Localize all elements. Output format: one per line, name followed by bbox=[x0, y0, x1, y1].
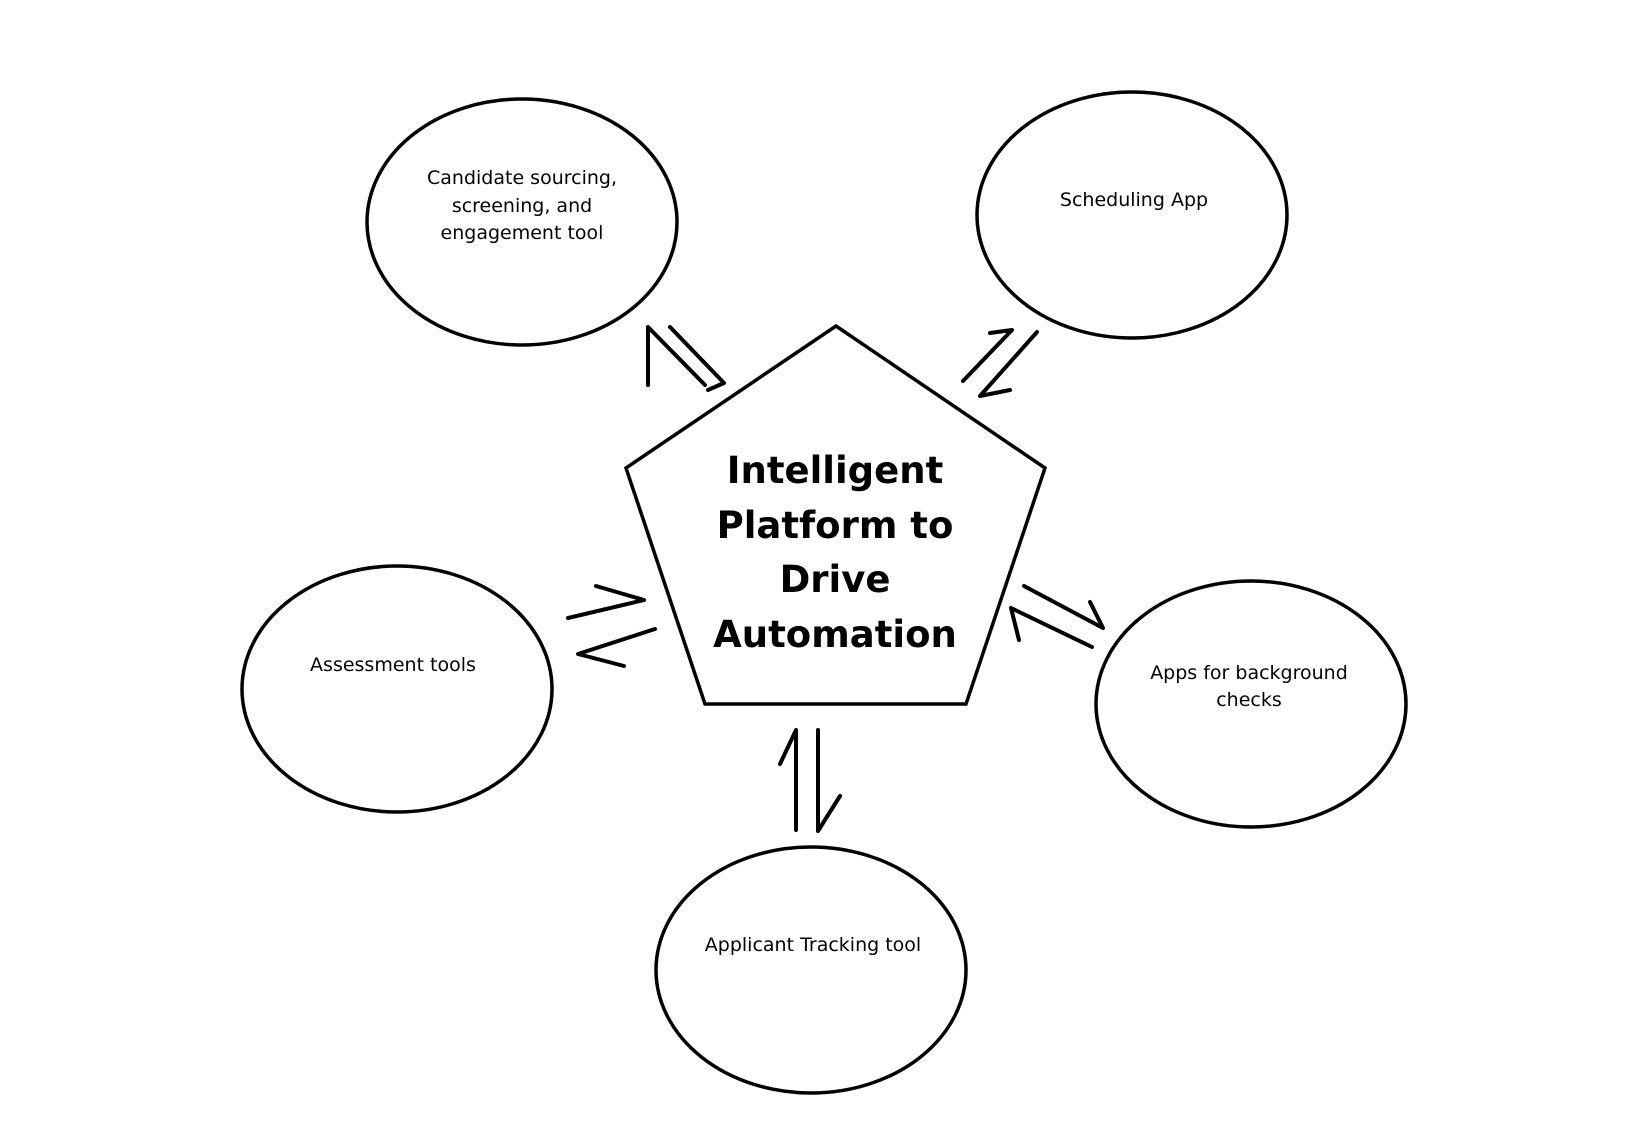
connection-candidate-sourcing bbox=[646, 325, 726, 392]
connection-background-checks bbox=[1009, 584, 1105, 649]
connection-assessment-tools bbox=[566, 584, 657, 668]
node-candidate-sourcing-label-line-1: Candidate sourcing, bbox=[427, 167, 617, 189]
node-background-checks-shape bbox=[1094, 579, 1408, 829]
node-scheduling-app-label: Scheduling App bbox=[1060, 189, 1208, 211]
center-label-line-2: Platform to bbox=[717, 504, 954, 547]
node-candidate-sourcing-label-line-3: engagement tool bbox=[441, 222, 604, 244]
arrow-to-scheduling-app bbox=[961, 328, 1014, 383]
arrow-to-candidate-sourcing bbox=[646, 325, 707, 387]
center-platform-node: Intelligent Platform to Drive Automation bbox=[623, 323, 1048, 706]
node-background-checks-label-line-1: Apps for background bbox=[1150, 662, 1348, 684]
connection-applicant-tracking bbox=[778, 728, 842, 833]
node-assessment-tools-shape bbox=[240, 564, 554, 814]
node-candidate-sourcing: Candidate sourcing, screening, and engag… bbox=[365, 97, 679, 347]
node-applicant-tracking: Applicant Tracking tool bbox=[654, 845, 968, 1095]
arrow-to-center-from-applicant bbox=[778, 728, 798, 832]
node-assessment-tools: Assessment tools bbox=[240, 564, 554, 814]
center-label-line-3: Drive bbox=[780, 558, 891, 601]
node-scheduling-app-shape bbox=[975, 90, 1289, 340]
node-applicant-tracking-label: Applicant Tracking tool bbox=[705, 934, 921, 956]
center-label-line-1: Intelligent bbox=[727, 449, 944, 492]
center-pentagon-shape bbox=[623, 323, 1048, 706]
node-candidate-sourcing-shape bbox=[365, 97, 679, 347]
connection-scheduling-app bbox=[961, 328, 1039, 398]
center-label-line-4: Automation bbox=[713, 613, 957, 656]
arrow-to-background-checks bbox=[1022, 584, 1105, 630]
node-background-checks-label-line-2: checks bbox=[1216, 689, 1282, 711]
arrow-to-center-from-background bbox=[1009, 606, 1094, 649]
arrow-to-applicant-tracking bbox=[816, 728, 842, 833]
node-assessment-tools-label: Assessment tools bbox=[310, 654, 476, 676]
node-background-checks: Apps for background checks bbox=[1094, 579, 1408, 829]
arrow-from-scheduling-app bbox=[978, 330, 1039, 398]
node-candidate-sourcing-label-line-2: screening, and bbox=[452, 195, 592, 217]
arrow-to-center-from-assessment bbox=[566, 584, 646, 620]
arrow-to-assessment-tools bbox=[576, 627, 657, 668]
arrow-from-candidate-sourcing bbox=[668, 325, 726, 392]
node-scheduling-app: Scheduling App bbox=[975, 90, 1289, 340]
node-applicant-tracking-shape bbox=[654, 845, 968, 1095]
